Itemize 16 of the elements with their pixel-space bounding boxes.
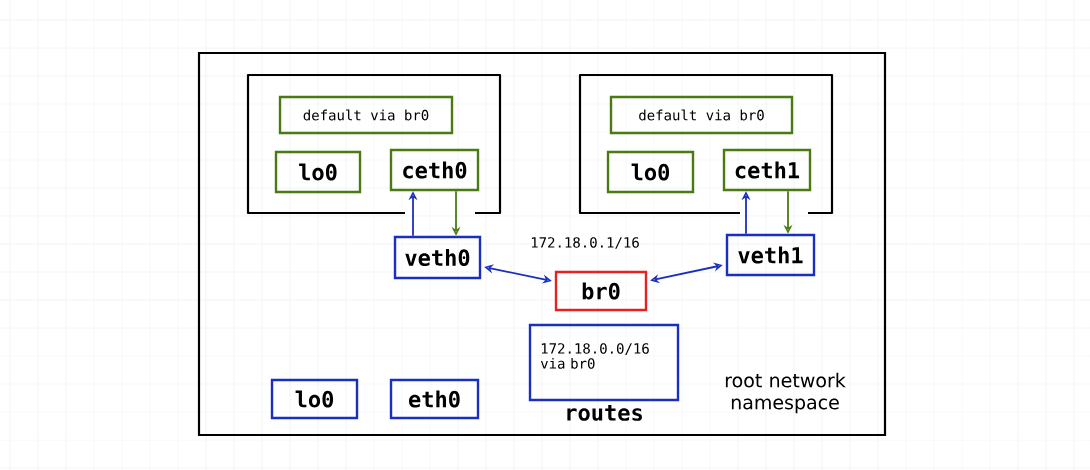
route-box: 172.18.0.0/16 via br0 <box>528 323 680 402</box>
ip-address-label: 172.18.0.1/16 <box>531 237 639 249</box>
route-box: default via br0 <box>609 95 794 135</box>
container-namespace-frame <box>578 73 834 215</box>
interface-box: br0 <box>554 270 648 312</box>
interface-box: lo0 <box>270 378 359 420</box>
interface-box: lo0 <box>274 150 362 194</box>
interface-box: ceth1 <box>722 148 812 192</box>
interface-box: eth0 <box>389 378 480 420</box>
interface-box: veth0 <box>393 235 482 280</box>
interface-box: lo0 <box>606 150 695 194</box>
interface-box: ceth0 <box>389 148 480 192</box>
container-namespace-frame <box>246 73 502 215</box>
routes-caption: routes <box>567 405 642 421</box>
interface-box: veth1 <box>725 233 816 277</box>
route-box: default via br0 <box>278 95 454 135</box>
